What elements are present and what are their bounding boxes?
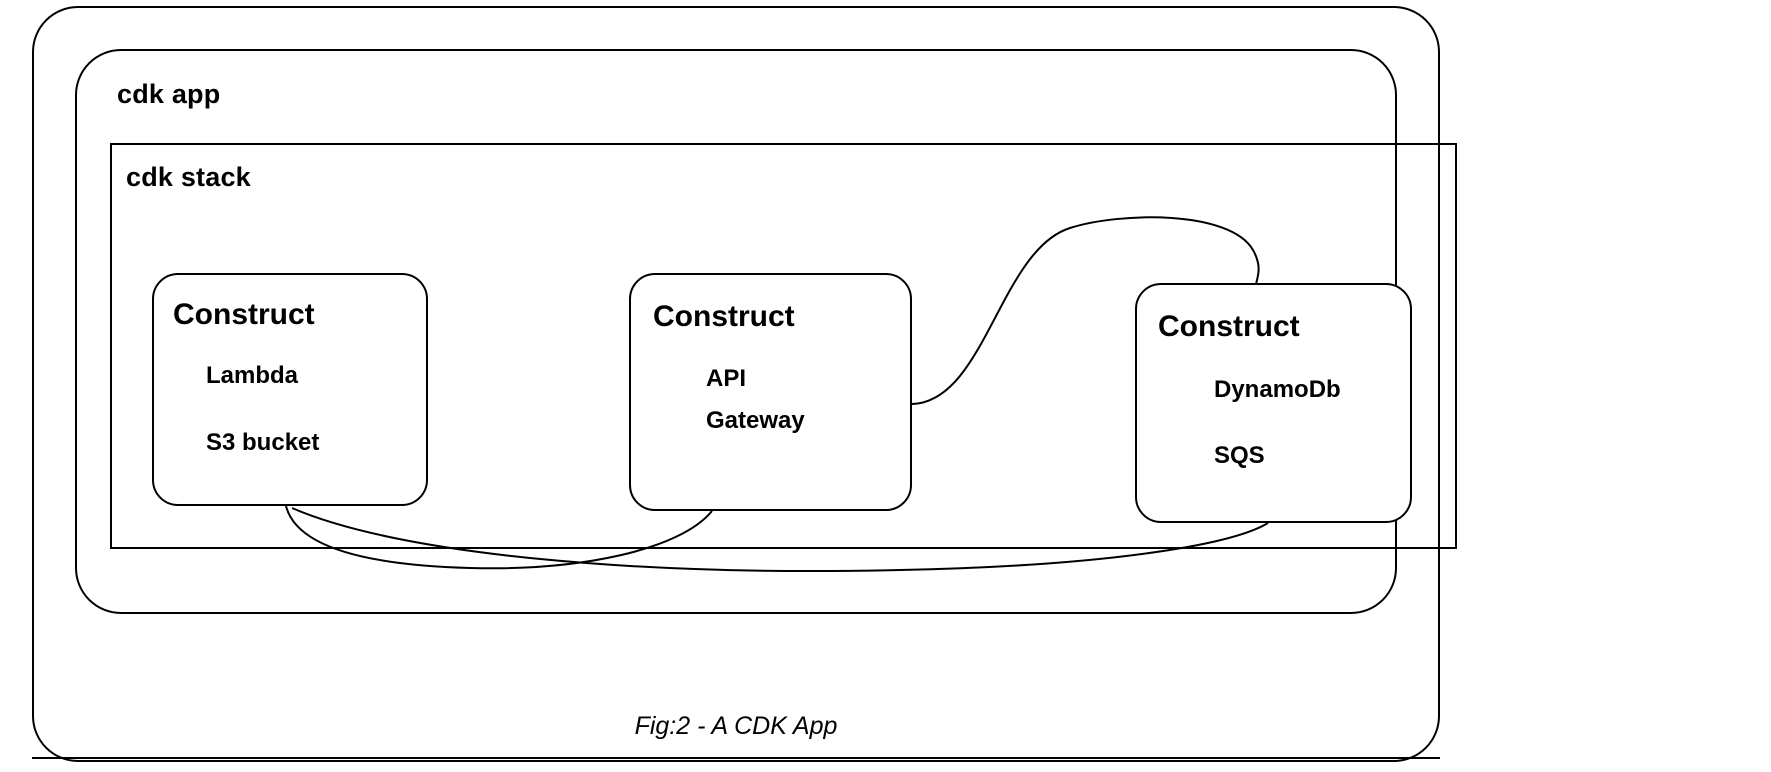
construct-box-lambda[interactable]: Construct Lambda S3 bucket [152,273,428,506]
construct-item-api: API [706,365,747,392]
construct-box-api-gateway[interactable]: Construct API Gateway [629,273,912,511]
cdk-app-label: cdk app [117,79,221,109]
construct-box-dynamodb[interactable]: Construct DynamoDb SQS [1135,283,1412,523]
cdk-stack-label: cdk stack [126,162,251,192]
construct-title: Construct [653,300,795,333]
construct-item-s3-bucket: S3 bucket [206,429,320,456]
construct-item-sqs: SQS [1214,442,1265,469]
construct-item-dynamodb: DynamoDb [1214,376,1341,403]
construct-item-gateway: Gateway [706,407,805,434]
caption-divider [32,757,1440,759]
construct-item-lambda: Lambda [206,362,299,389]
construct-title: Construct [173,298,315,331]
figure-caption: Fig:2 - A CDK App [634,712,838,740]
figure-outer-border [32,6,1440,762]
construct-title: Construct [1158,310,1300,343]
